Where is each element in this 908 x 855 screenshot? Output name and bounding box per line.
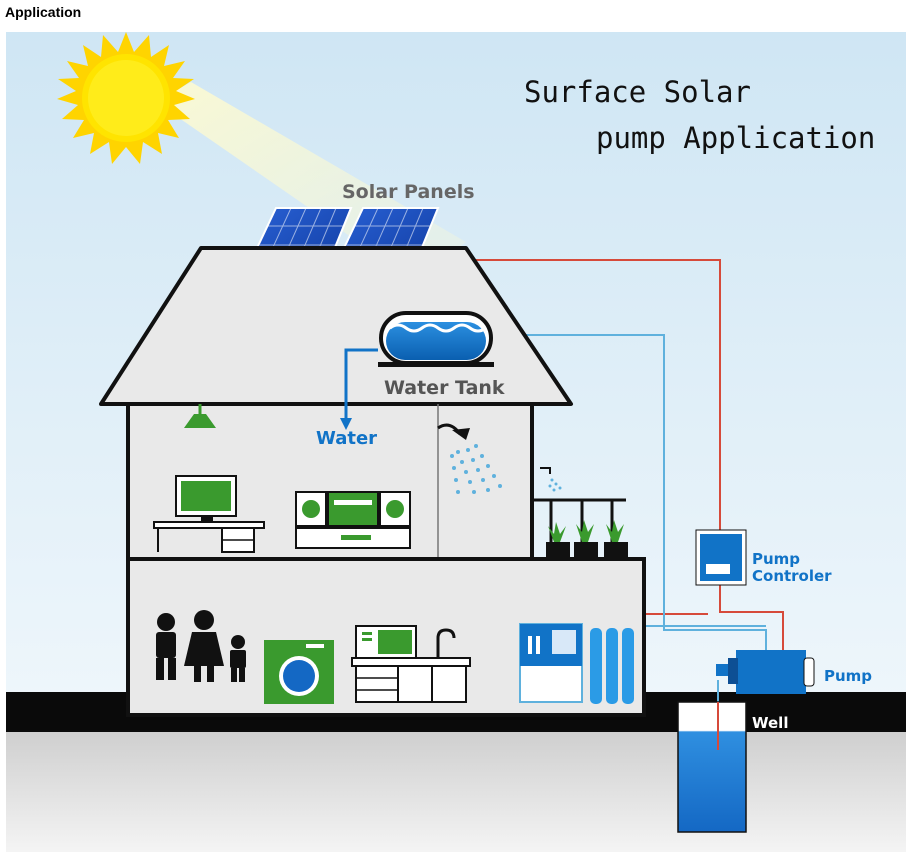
soil (6, 732, 906, 852)
diagram-title-line2: pump Application (596, 121, 875, 155)
faucet-icon (540, 467, 562, 492)
water-filter-icon (519, 623, 634, 704)
water-flow-arrow (340, 348, 378, 430)
family-icon (156, 610, 246, 682)
washing-machine-icon (264, 640, 334, 704)
well-icon (677, 701, 747, 833)
pump-controller-icon (695, 529, 747, 586)
page-heading: Application (5, 4, 82, 20)
water-tank-label: Water Tank (384, 377, 505, 399)
solar-pump-diagram: Surface Solar pump Application Solar Pan… (6, 32, 906, 852)
water-tank-icon (378, 311, 494, 367)
pump-label: Pump (824, 667, 872, 685)
well-label: Well (752, 714, 788, 732)
pump-controller-label-line1: Pump (752, 550, 800, 568)
shower-icon (437, 423, 502, 494)
diagram-title-line1: Surface Solar (524, 75, 751, 109)
pump-icon (716, 650, 815, 694)
sun-icon (57, 32, 195, 164)
solar-panels-label: Solar Panels (342, 181, 475, 203)
pump-controller-label-line2: Controler (752, 567, 832, 585)
potted-plant-icon (546, 520, 628, 558)
kitchen-counter-icon (351, 625, 471, 703)
ceiling-lamp-icon (184, 404, 216, 428)
computer-desk-icon (153, 475, 265, 553)
stereo-icon (295, 491, 411, 549)
water-label: Water (316, 428, 377, 449)
